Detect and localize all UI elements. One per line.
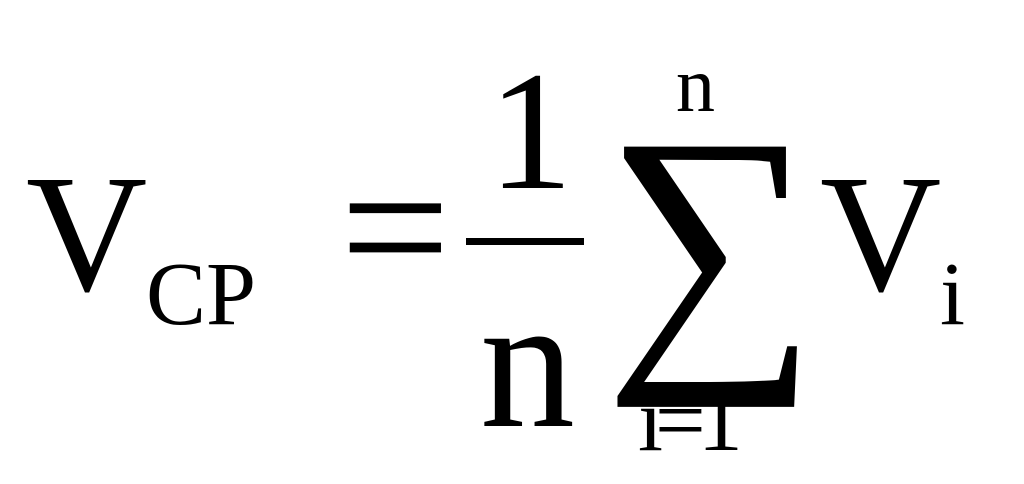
lhs-subscript: CP [146,245,257,344]
lhs-variable: V [26,141,148,327]
equals-sign: = [340,119,451,336]
fraction-numerator: 1 [488,37,573,225]
summation-upper-limit: n [676,41,715,128]
summation-icon: ∑ [604,76,818,408]
fraction-bar [466,238,584,245]
fraction-denominator: n [480,258,575,468]
summation-lower-limit: i=1 [638,371,743,470]
rhs-subscript: i [940,245,966,344]
rhs-variable: V [820,141,942,327]
